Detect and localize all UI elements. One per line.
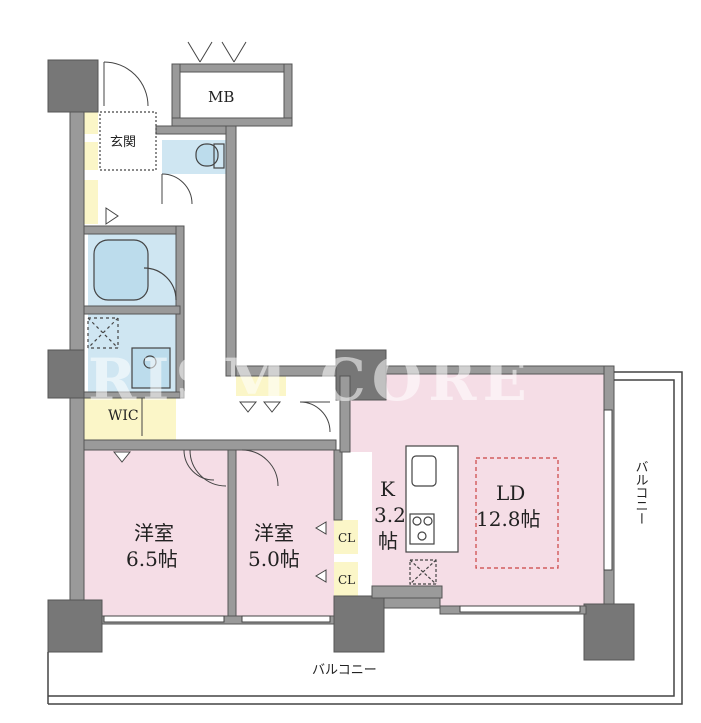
- wic-fill: [84, 398, 176, 440]
- doors: [103, 41, 331, 583]
- shoe-fill-1: [82, 112, 98, 134]
- room1-name: 洋室: [134, 521, 174, 545]
- balcony-bottom-label: バルコニー: [312, 663, 377, 678]
- ld-size: 12.8帖: [476, 507, 541, 531]
- cl2-fill: [334, 562, 358, 596]
- kitchen-counter: [405, 445, 459, 553]
- wic-label: WIC: [108, 408, 139, 424]
- cl1-fill: [334, 520, 358, 554]
- watermark: RISM CORE: [88, 346, 533, 414]
- room2-fill: [236, 450, 334, 620]
- cl1-label: CL: [338, 531, 355, 545]
- entrance-label: 玄関: [110, 135, 136, 150]
- cl2-label: CL: [338, 573, 355, 587]
- room2-size: 5.0帖: [248, 547, 300, 571]
- fixtures: [87, 111, 559, 585]
- kitchen-size-number: 3.2: [374, 503, 406, 527]
- shoe-fill-2: [82, 142, 98, 170]
- balconies: [47, 371, 683, 705]
- bathtub: [93, 239, 149, 301]
- ld-ceiling-marker: [475, 457, 559, 569]
- toilet-bowl: [195, 143, 219, 167]
- shoe-fill-3: [82, 180, 98, 224]
- ld-name: LD: [496, 481, 525, 505]
- kitchen-name: K: [380, 477, 396, 501]
- fridge-space: [409, 559, 437, 585]
- room2-name: 洋室: [254, 521, 294, 545]
- balcony-side-outline: [48, 371, 683, 705]
- kitchen-size-unit: 帖: [378, 529, 398, 553]
- mb-label: MB: [208, 88, 234, 106]
- hall-storage-fill: [236, 376, 286, 396]
- windows: [103, 409, 613, 623]
- balcony-side-label: バルコニー: [633, 460, 649, 525]
- room1-size: 6.5帖: [126, 547, 178, 571]
